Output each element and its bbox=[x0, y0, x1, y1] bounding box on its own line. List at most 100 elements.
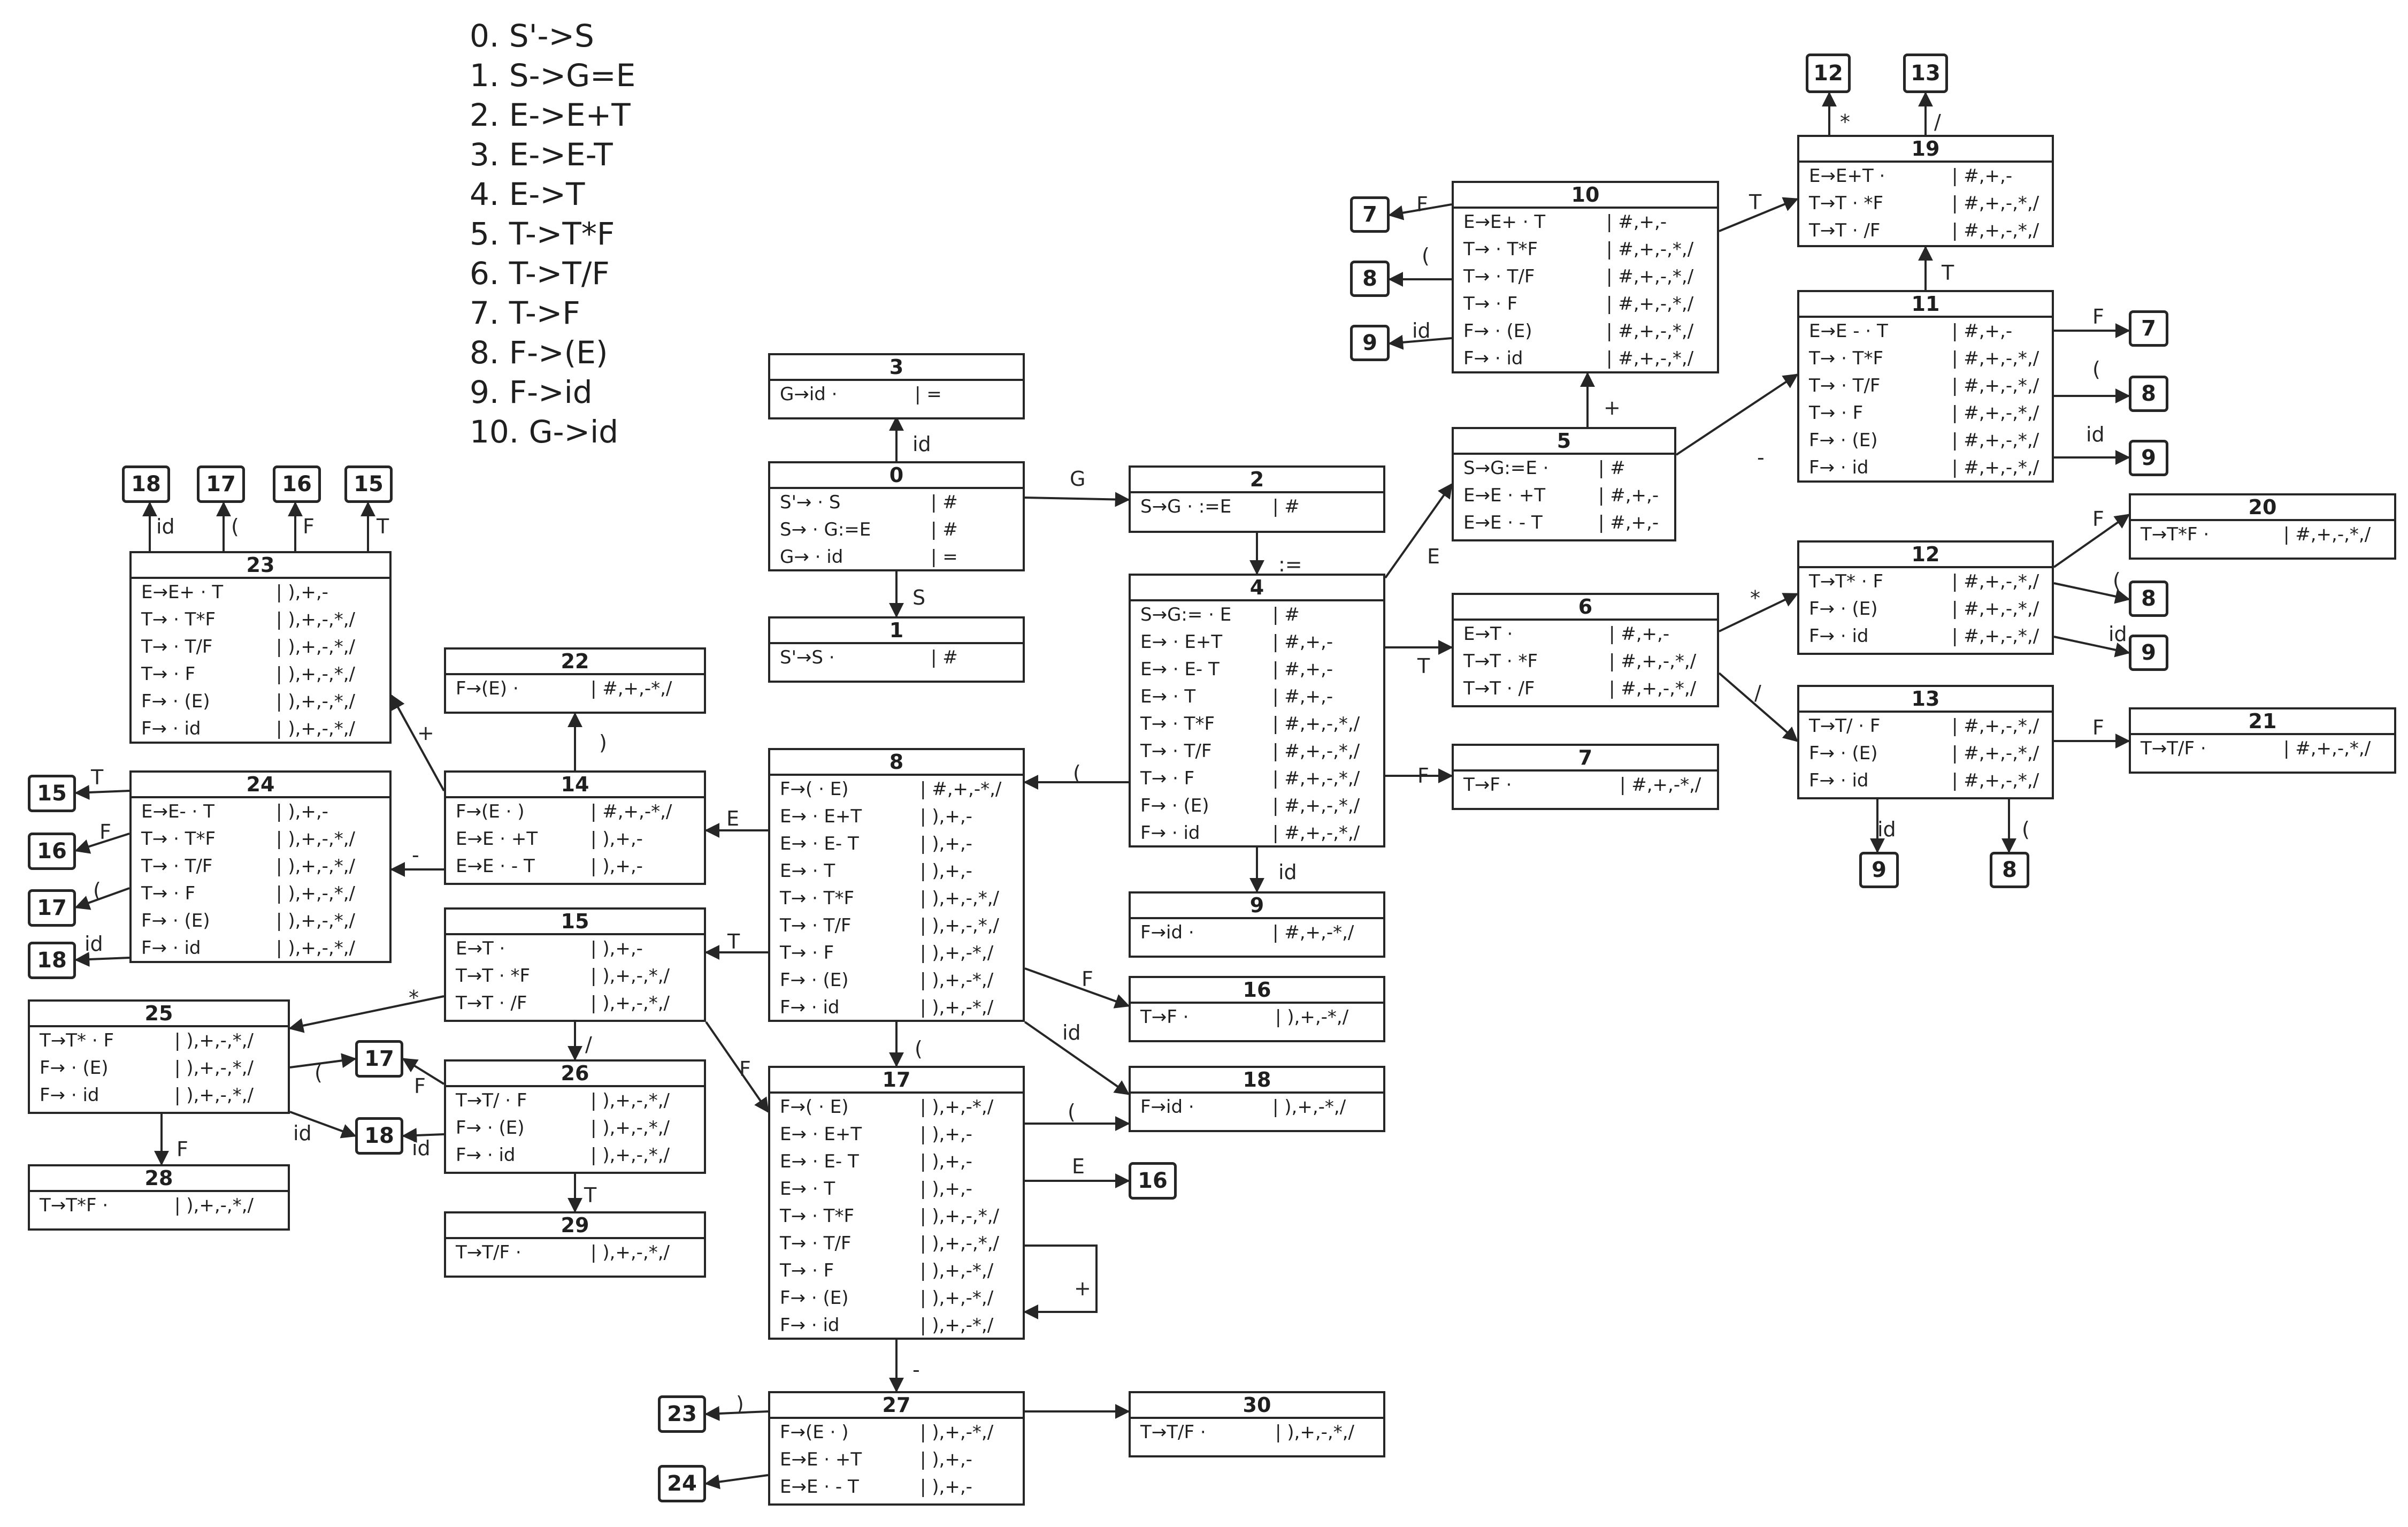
transition-label: / bbox=[585, 1033, 592, 1056]
item-production: E→E · +T bbox=[1463, 485, 1546, 506]
item-production: T→T · /F bbox=[1463, 678, 1535, 699]
transition-arrow bbox=[1024, 967, 1130, 1009]
transition-arrow bbox=[2053, 582, 2130, 604]
item-lookahead: | #,+,-,*,/ bbox=[1952, 430, 2039, 451]
lr-item: S→G:= · E| # bbox=[1131, 601, 1383, 629]
lr-item: F→( · E)| ),+,-*,/ bbox=[770, 1094, 1023, 1121]
state-reference-box: 9 bbox=[2129, 440, 2168, 476]
lr-item: T→ · F| #,+,-,*,/ bbox=[1454, 291, 1717, 318]
item-lookahead: | ),+,-,*,/ bbox=[276, 828, 355, 850]
item-lookahead: | ),+,-,*,/ bbox=[276, 663, 355, 685]
item-lookahead: | ),+,-,*,/ bbox=[920, 1205, 999, 1227]
item-lookahead: | ),+,-,*,/ bbox=[174, 1085, 254, 1106]
item-lookahead: | ),+,- bbox=[591, 856, 643, 877]
transition-label: F bbox=[303, 515, 315, 538]
lr-item: F→(E · )| #,+,-*,/ bbox=[446, 798, 704, 826]
lr-item: T→ · T/F| #,+,-,*,/ bbox=[1799, 372, 2052, 400]
item-lookahead: | ),+,-*,/ bbox=[920, 1287, 994, 1309]
item-production: T→T/F · bbox=[456, 1242, 522, 1263]
state-title: 0 bbox=[770, 463, 1023, 489]
state-reference-box: 8 bbox=[1350, 261, 1390, 297]
transition-label: T bbox=[377, 515, 389, 538]
item-production: E→E · - T bbox=[1463, 512, 1543, 533]
item-lookahead: | #,+,-,*,/ bbox=[1272, 795, 1360, 816]
item-lookahead: | ),+,-,*,/ bbox=[920, 915, 999, 936]
item-lookahead: | # bbox=[931, 492, 958, 513]
item-lookahead: | #,+,- bbox=[1598, 512, 1659, 533]
item-lookahead: | ),+,-,*,/ bbox=[174, 1057, 254, 1079]
transition-arrow bbox=[1719, 197, 1799, 232]
transition-arrow bbox=[704, 1474, 769, 1490]
item-production: F→ · id bbox=[1809, 770, 1869, 791]
grammar-rule: 1. S->G=E bbox=[470, 57, 636, 94]
item-production: T→ · T/F bbox=[1463, 266, 1535, 287]
item-production: F→id · bbox=[1140, 922, 1194, 943]
transition-label: T bbox=[1942, 261, 1954, 285]
transition-arrow bbox=[1388, 334, 1452, 350]
lr-item: E→ · E+T| ),+,- bbox=[770, 1121, 1023, 1148]
item-production: F→ · (E) bbox=[1809, 743, 1878, 764]
state-title: 3 bbox=[770, 355, 1023, 381]
item-lookahead: | ),+,- bbox=[920, 806, 972, 827]
lr-item: F→ · (E)| #,+,-,*,/ bbox=[1454, 318, 1717, 345]
lr-item: F→ · (E)| ),+,-*,/ bbox=[770, 1285, 1023, 1312]
state-title: 22 bbox=[446, 650, 704, 675]
item-lookahead: | ),+,-*,/ bbox=[920, 1260, 994, 1281]
grammar-rule: 0. S'->S bbox=[470, 18, 594, 54]
item-production: T→T/F · bbox=[1140, 1422, 1206, 1443]
lr-item: F→ · (E)| ),+,-*,/ bbox=[770, 967, 1023, 994]
item-lookahead: | #,+,-,*,/ bbox=[1272, 822, 1360, 844]
transition-arrow bbox=[1024, 1021, 1130, 1095]
transition-label: ( bbox=[1422, 244, 1430, 268]
lr-item: E→ · T| ),+,- bbox=[770, 1175, 1023, 1203]
state-title: 25 bbox=[30, 1002, 288, 1027]
lr-item: T→T · *F| ),+,-,*,/ bbox=[446, 963, 704, 990]
state-title: 21 bbox=[2131, 709, 2394, 735]
transition-arrow bbox=[1384, 483, 1453, 579]
item-production: T→T/ · F bbox=[456, 1090, 527, 1111]
transition-label: F bbox=[739, 1057, 751, 1081]
item-lookahead: | #,+,-*,/ bbox=[1272, 922, 1354, 943]
lr-item: E→E · +T| #,+,- bbox=[1454, 482, 1674, 509]
item-lookahead: | #,+,-,*,/ bbox=[1606, 348, 1694, 369]
item-lookahead: | ),+,- bbox=[920, 833, 972, 854]
item-lookahead: | #,+,-,*,/ bbox=[1952, 571, 2039, 592]
item-lookahead: | ),+,- bbox=[920, 1476, 972, 1498]
transition-label: ) bbox=[736, 1392, 744, 1416]
transition-arrow bbox=[1023, 1244, 1098, 1319]
item-production: F→(E) · bbox=[456, 678, 519, 699]
transition-arrow bbox=[704, 1406, 769, 1421]
item-lookahead: | ),+,-,*,/ bbox=[276, 937, 355, 959]
item-production: T→T · /F bbox=[456, 992, 527, 1014]
lr-item: T→ · T*F| ),+,-,*,/ bbox=[770, 1203, 1023, 1230]
item-lookahead: | ),+,-*,/ bbox=[920, 1096, 994, 1118]
transition-label: ( bbox=[1068, 1100, 1076, 1124]
lr-item: F→(E · )| ),+,-*,/ bbox=[770, 1419, 1023, 1446]
lr-item: F→id · | #,+,-*,/ bbox=[1131, 919, 1383, 946]
transition-label: ( bbox=[915, 1037, 923, 1060]
item-lookahead: | #,+,-,*,/ bbox=[1952, 193, 2039, 214]
item-lookahead: | #,+,- bbox=[1272, 659, 1333, 680]
transition-label: id bbox=[156, 515, 175, 538]
item-lookahead: | #,+,-,*,/ bbox=[1952, 348, 2039, 369]
item-lookahead: | #,+,-,*,/ bbox=[1952, 457, 2039, 478]
lr-item: T→ · T*F| ),+,-,*,/ bbox=[770, 885, 1023, 912]
state-reference-box: 8 bbox=[1990, 852, 2029, 888]
transition-label: F bbox=[2092, 305, 2104, 329]
item-lookahead: | #,+,-,*,/ bbox=[1952, 715, 2039, 737]
transition-label: id bbox=[1278, 860, 1297, 884]
state-title: 23 bbox=[132, 553, 389, 579]
transition-arrow bbox=[402, 1058, 445, 1085]
state-title: 5 bbox=[1454, 429, 1674, 455]
item-lookahead: | #,+,-,*,/ bbox=[1272, 713, 1360, 735]
item-production: E→ · T bbox=[780, 860, 835, 882]
transition-label: ) bbox=[599, 731, 607, 754]
item-production: F→ · (E) bbox=[141, 691, 210, 712]
lr-item: T→ · T/F| ),+,-,*,/ bbox=[770, 912, 1023, 940]
